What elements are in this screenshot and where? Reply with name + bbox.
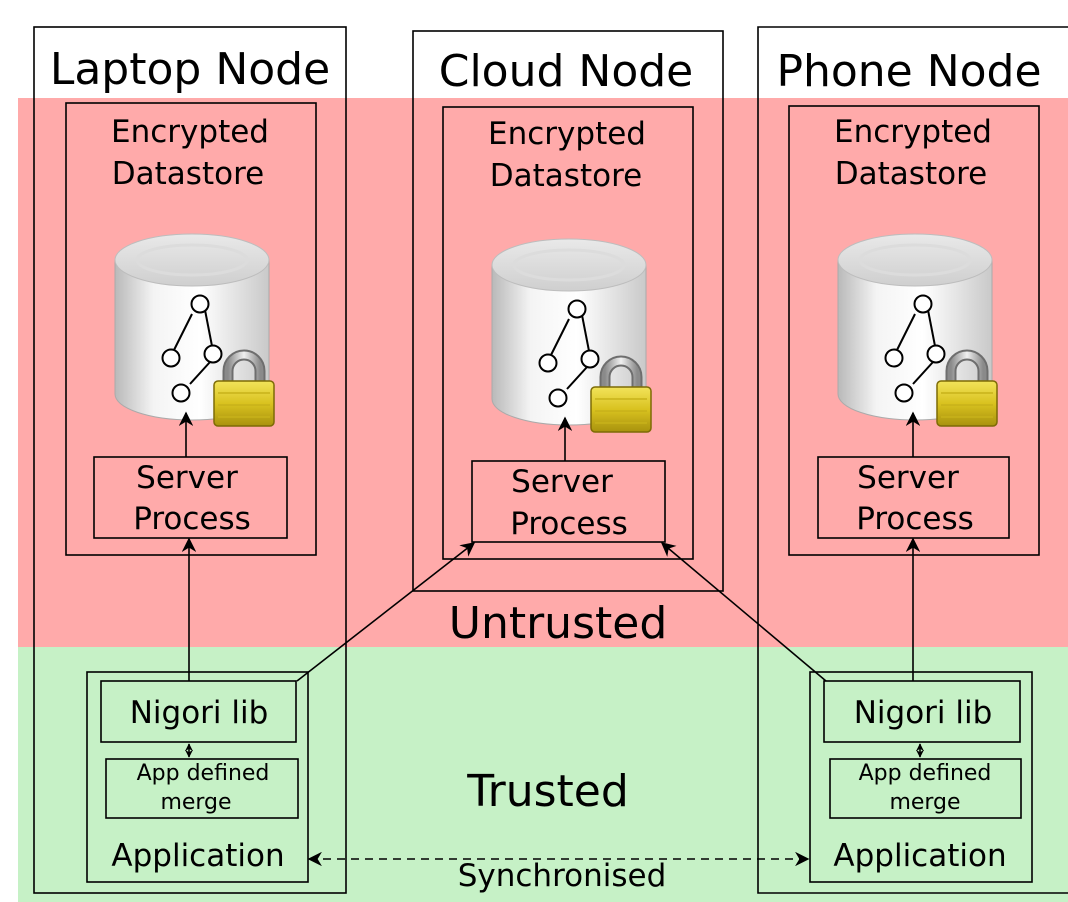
cloud-datastore-label-2: Datastore <box>490 158 642 194</box>
laptop-application-label: Application <box>111 838 284 874</box>
laptop-datastore-box <box>65 102 317 556</box>
cloud-datastore-box <box>442 106 694 560</box>
laptop-node: Laptop Node Encrypted Datastore Server P… <box>33 26 347 894</box>
laptop-nigori-lib-label: Nigori lib <box>130 695 269 731</box>
laptop-merge-box <box>105 758 299 819</box>
phone-datastore-label-2: Datastore <box>835 156 987 192</box>
phone-application-label: Application <box>833 838 1006 874</box>
cloud-node-title: Cloud Node <box>439 46 694 97</box>
phone-node: Phone Node Encrypted Datastore Server Pr… <box>757 26 1068 894</box>
laptop-server-label-1: Server <box>136 460 238 496</box>
laptop-application-box <box>86 671 309 883</box>
phone-merge-box <box>829 758 1022 819</box>
phone-merge-label-1: App defined <box>859 761 992 786</box>
phone-server-label-1: Server <box>857 460 959 496</box>
cloud-datastore-label-1: Encrypted <box>488 116 646 152</box>
laptop-datastore-label-1: Encrypted <box>111 114 269 150</box>
synchronised-label: Synchronised <box>458 858 667 894</box>
laptop-server-label-2: Process <box>133 501 251 537</box>
phone-nigori-lib-box <box>823 680 1021 743</box>
phone-server-label-2: Process <box>856 501 974 537</box>
cloud-server-label-1: Server <box>511 464 613 500</box>
phone-datastore-box <box>788 105 1040 556</box>
laptop-nigori-lib-box <box>100 680 297 743</box>
laptop-node-frame <box>33 26 347 894</box>
phone-node-title: Phone Node <box>776 46 1041 97</box>
phone-nigori-lib-label: Nigori lib <box>854 695 993 731</box>
cloud-node-frame <box>412 30 724 592</box>
untrusted-label: Untrusted <box>449 598 668 649</box>
cloud-server-process-box <box>471 460 666 543</box>
phone-merge-label-2: merge <box>889 790 960 815</box>
laptop-lib-to-cloud-server-arrow <box>296 542 476 682</box>
trusted-label: Trusted <box>466 766 629 817</box>
phone-node-frame <box>757 26 1068 894</box>
phone-lib-to-cloud-server-arrow <box>660 542 827 682</box>
laptop-datastore-label-2: Datastore <box>112 156 264 192</box>
laptop-merge-label-1: App defined <box>137 761 270 786</box>
phone-application-box <box>809 671 1033 883</box>
laptop-merge-label-2: merge <box>160 790 231 815</box>
laptop-node-title: Laptop Node <box>50 44 330 95</box>
cloud-node: Cloud Node Encrypted Datastore Server Pr… <box>412 30 724 592</box>
phone-datastore-label-1: Encrypted <box>834 114 992 150</box>
cloud-server-label-2: Process <box>510 506 628 542</box>
